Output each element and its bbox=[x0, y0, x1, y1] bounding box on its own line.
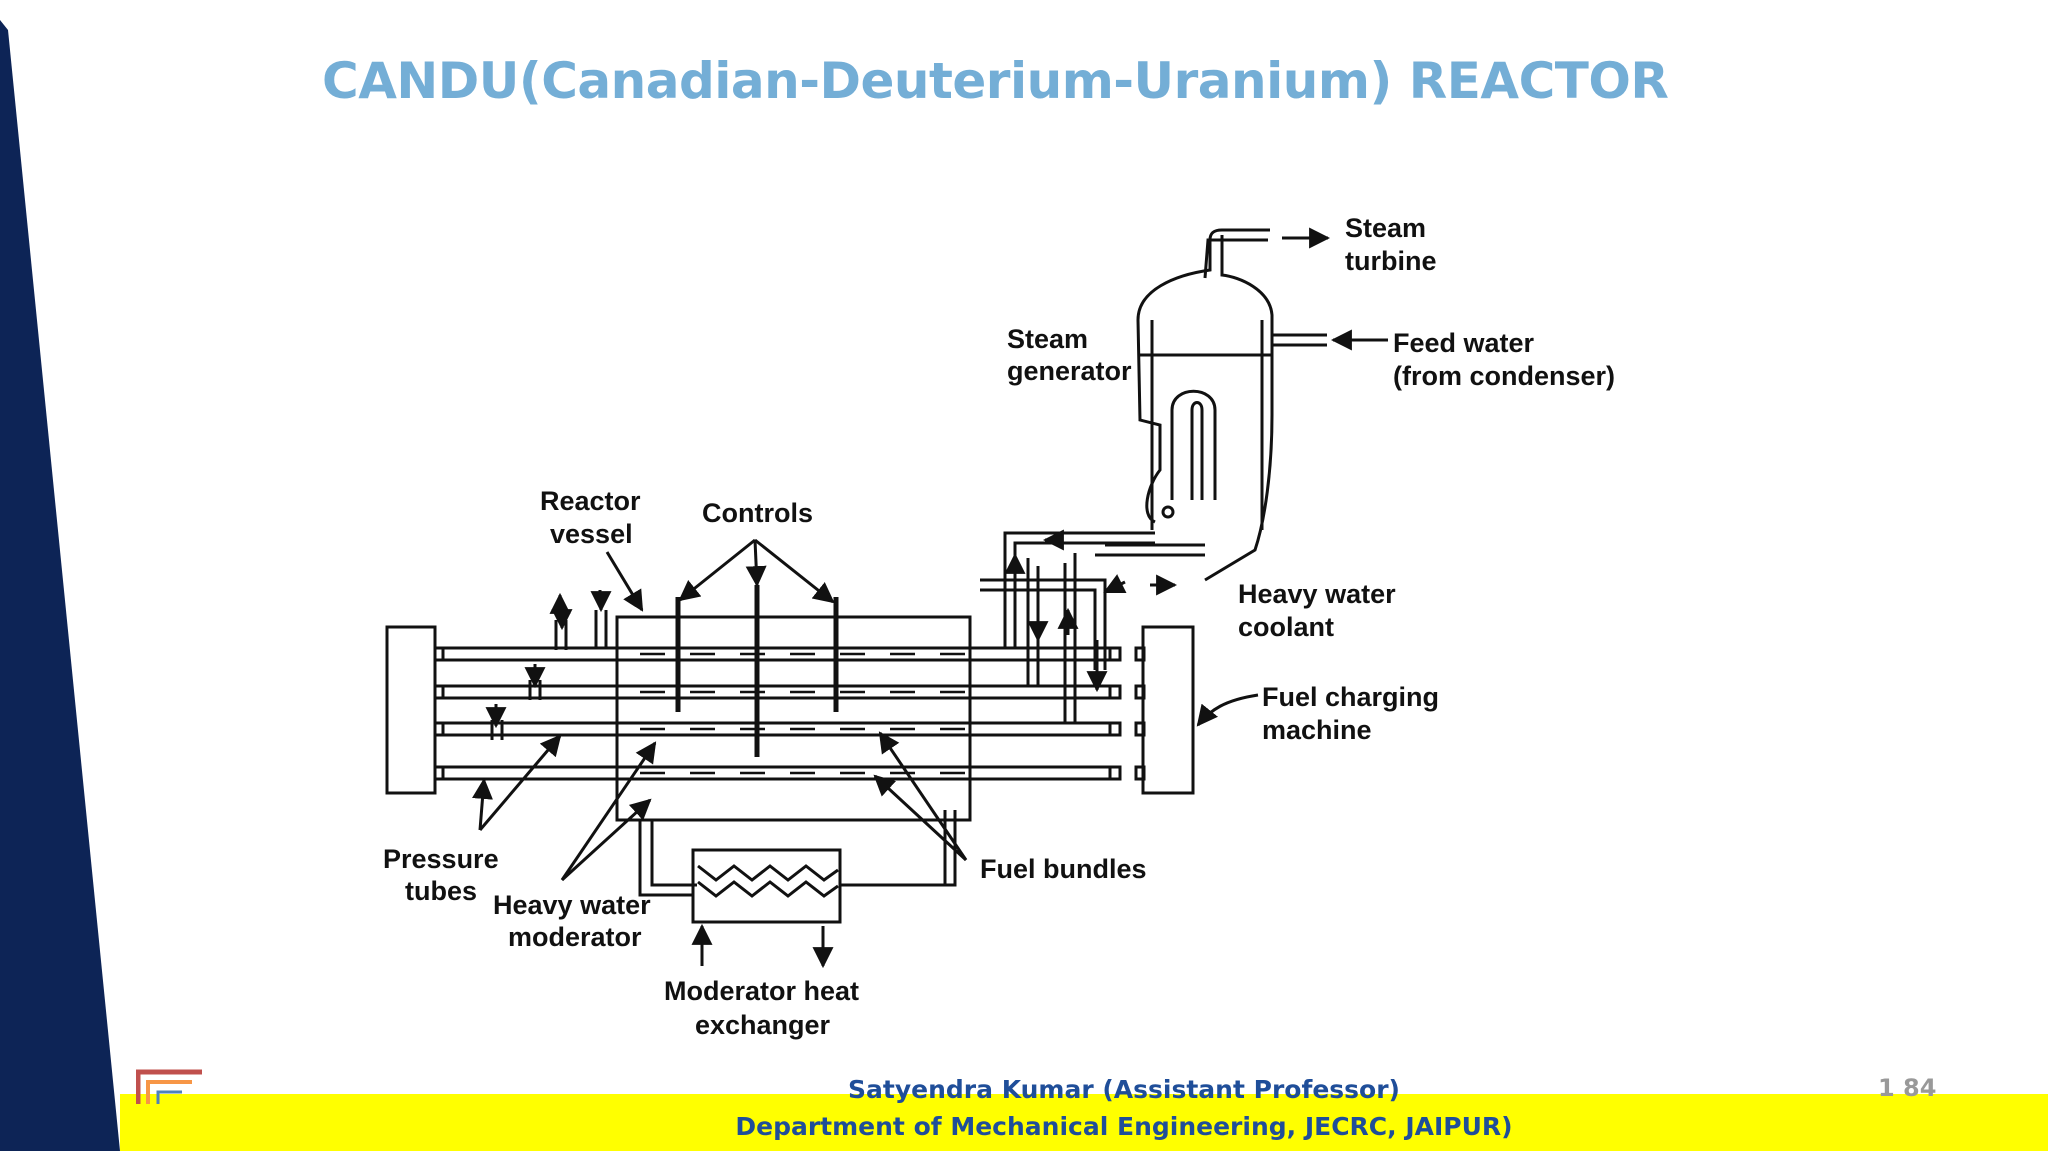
svg-text:exchanger: exchanger bbox=[695, 1010, 831, 1040]
svg-text:generator: generator bbox=[1007, 356, 1132, 386]
fuel-charging-machine bbox=[1141, 625, 1195, 795]
label-controls: Controls bbox=[702, 498, 813, 528]
svg-text:moderator: moderator bbox=[508, 922, 642, 952]
label-feed-water-2: (from condenser) bbox=[1393, 361, 1615, 391]
label-heavy-water-coolant: Heavy water bbox=[1238, 579, 1396, 609]
svg-text:turbine: turbine bbox=[1345, 246, 1437, 276]
footer-author: Satyendra Kumar (Assistant Professor) bbox=[848, 1075, 1400, 1104]
label-steam-generator-2: generator bbox=[1007, 356, 1132, 386]
steam-generator bbox=[1136, 228, 1274, 582]
moderator-heat-exchanger bbox=[691, 848, 842, 924]
page-number: 1 84 bbox=[1878, 1074, 1937, 1102]
label-heavy-water-coolant-2: coolant bbox=[1238, 612, 1334, 642]
label-fuel-charging-machine: Fuel charging bbox=[1262, 682, 1439, 712]
label-pressure-tubes-2: tubes bbox=[405, 876, 477, 906]
label-moderator-heat-exchanger: Moderator heat bbox=[664, 976, 859, 1006]
label-heavy-water-moderator-2: moderator bbox=[508, 922, 642, 952]
label-steam-turbine: Steam bbox=[1345, 213, 1426, 243]
pressure-tubes bbox=[433, 646, 1146, 781]
label-steam-turbine-2: turbine bbox=[1345, 246, 1437, 276]
svg-text:vessel: vessel bbox=[550, 519, 633, 549]
label-steam-generator: Steam bbox=[1007, 324, 1088, 354]
label-fuel-charging-machine-2: machine bbox=[1262, 715, 1372, 745]
footer-bar bbox=[120, 1094, 2048, 1151]
slide-title: CANDU(Canadian-Deuterium-Uranium) REACTO… bbox=[322, 52, 1669, 110]
label-pressure-tubes: Pressure bbox=[383, 844, 499, 874]
svg-text:coolant: coolant bbox=[1238, 612, 1334, 642]
svg-text:tubes: tubes bbox=[405, 876, 477, 906]
reactor-vessel bbox=[615, 615, 972, 822]
label-heavy-water-moderator: Heavy water bbox=[493, 890, 651, 920]
hx-coil bbox=[697, 864, 839, 882]
label-reactor-vessel: Reactor bbox=[540, 486, 641, 516]
moderator-loop bbox=[638, 810, 957, 897]
fuel-bundles bbox=[640, 652, 965, 775]
label-moderator-heat-exchanger-2: exchanger bbox=[695, 1010, 831, 1040]
left-end-shield bbox=[385, 625, 437, 795]
label-fuel-bundles: Fuel bundles bbox=[980, 854, 1147, 884]
footer-department: Department of Mechanical Engineering, JE… bbox=[735, 1112, 1513, 1141]
label-feed-water: Feed water bbox=[1393, 328, 1535, 358]
side-band bbox=[0, 20, 120, 1151]
label-reactor-vessel-2: vessel bbox=[550, 519, 633, 549]
svg-text:machine: machine bbox=[1262, 715, 1372, 745]
svg-text:(from condenser): (from condenser) bbox=[1393, 361, 1615, 391]
college-logo-icon bbox=[136, 1069, 202, 1104]
